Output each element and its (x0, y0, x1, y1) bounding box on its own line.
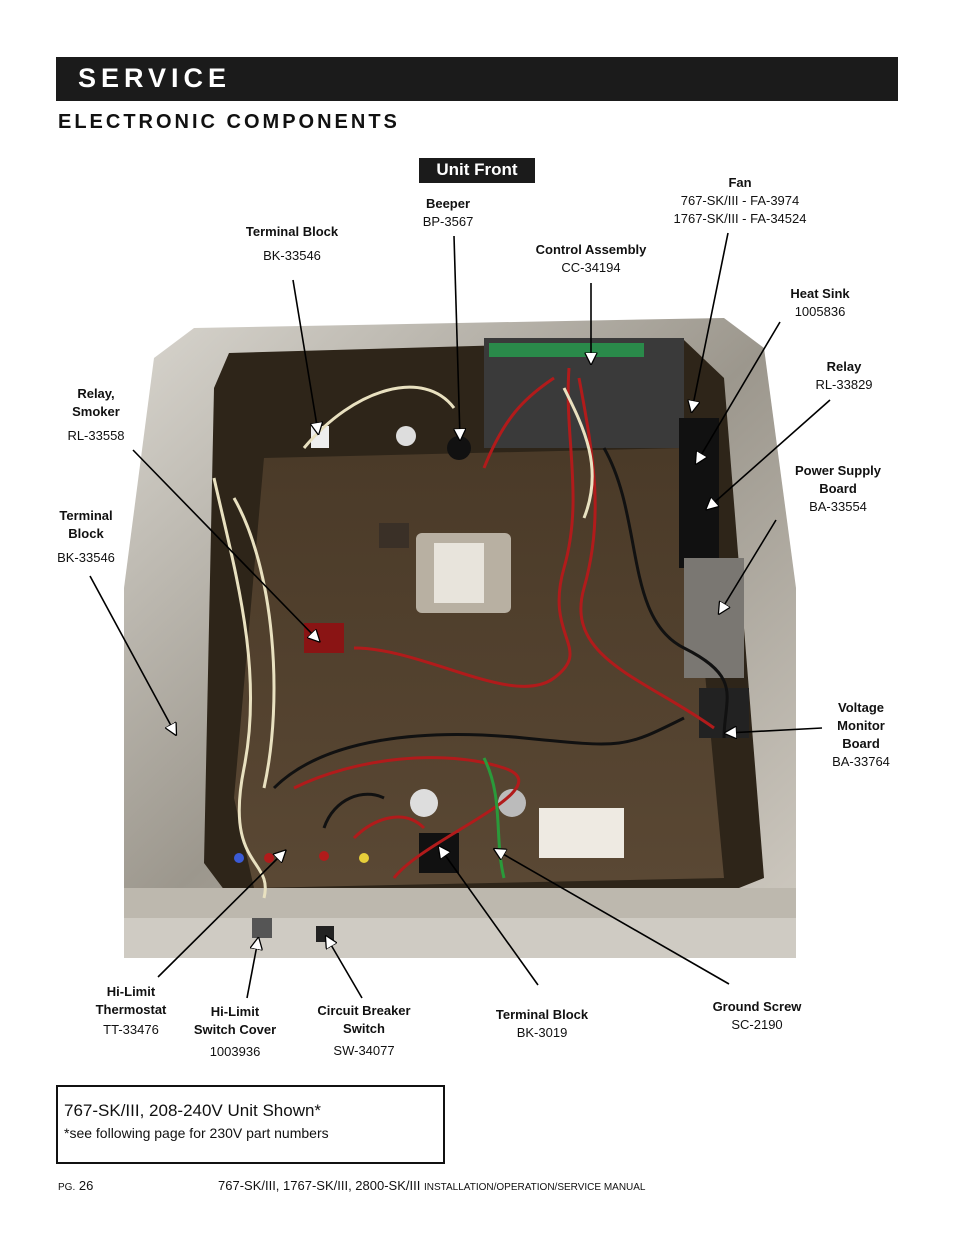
header-bar: SERVICE (56, 57, 898, 101)
callout-hi-limit-thermostat: Hi-Limit Thermostat TT-33476 (80, 983, 182, 1039)
callout-control-assembly: Control Assembly CC-34194 (511, 241, 671, 277)
callout-part: BA-33554 (809, 499, 867, 514)
callout-name: Board (842, 736, 880, 751)
callout-name: Beeper (425, 196, 471, 211)
callout-circuit-breaker: Circuit Breaker Switch SW-34077 (300, 1002, 428, 1060)
callout-beeper: Beeper BP-3567 (398, 195, 498, 231)
unit-front-badge: Unit Front (419, 158, 535, 183)
callout-name: Control Assembly (535, 242, 647, 257)
callout-name: Hi-Limit (106, 984, 156, 999)
page-title: SERVICE (78, 63, 232, 93)
callout-part: BP-3567 (422, 214, 474, 229)
callout-hi-limit-cover: Hi-Limit Switch Cover 1003936 (180, 1003, 290, 1061)
callout-terminal-block-top: Terminal Block BK-33546 (222, 223, 362, 265)
callout-name: Board (819, 481, 857, 496)
callout-name: Ground Screw (712, 999, 802, 1014)
callout-name: Thermostat (95, 1002, 167, 1017)
footer-manual-title: 767-SK/III, 1767-SK/III, 2800-SK/III INS… (218, 1178, 646, 1193)
callout-part: TT-33476 (103, 1022, 159, 1037)
callout-part: BK-33546 (263, 248, 321, 263)
callout-ground-screw: Ground Screw SC-2190 (695, 998, 819, 1034)
callout-name: Power Supply (795, 463, 881, 478)
callout-part: SW-34077 (333, 1043, 395, 1058)
callout-terminal-block-bottom: Terminal Block BK-3019 (478, 1006, 606, 1042)
callout-part: CC-34194 (561, 260, 621, 275)
callout-part: 1003936 (209, 1044, 261, 1059)
callout-name: Block (68, 526, 104, 541)
page-number: PG. 26 (58, 1178, 93, 1193)
callout-relay: Relay RL-33829 (798, 358, 890, 394)
callout-name: Hi-Limit (210, 1004, 260, 1019)
callout-name: Switch Cover (193, 1022, 277, 1037)
callout-fan: Fan 767-SK/III - FA-3974 1767-SK/III - F… (640, 174, 840, 228)
callout-name: Heat Sink (790, 286, 850, 301)
note-main: 767-SK/III, 208-240V Unit Shown* (64, 1101, 322, 1120)
callout-name: Terminal Block (245, 224, 339, 239)
note-box: 767-SK/III, 208-240V Unit Shown* *see fo… (56, 1085, 445, 1164)
note-sub: *see following page for 230V part number… (64, 1125, 329, 1141)
callout-part: BA-33764 (832, 754, 890, 769)
callout-terminal-block-left: Terminal Block BK-33546 (44, 507, 128, 567)
section-title: ELECTRONIC COMPONENTS (58, 111, 400, 133)
callout-name: Terminal (59, 508, 113, 523)
callout-name: Switch (343, 1021, 385, 1036)
callout-part: 767-SK/III - FA-3974 (680, 193, 800, 208)
page-number-value: 26 (78, 1178, 94, 1193)
callout-part: RL-33829 (815, 377, 873, 392)
callout-name: Smoker (72, 404, 120, 419)
callout-part: 1005836 (794, 304, 846, 319)
callout-name: Terminal Block (495, 1007, 589, 1022)
callout-heat-sink: Heat Sink 1005836 (765, 285, 875, 321)
footer-models: 767-SK/III, 1767-SK/III, 2800-SK/III (218, 1178, 421, 1193)
footer-manual: INSTALLATION/OPERATION/SERVICE MANUAL (423, 1182, 646, 1193)
callout-part: BK-33546 (57, 550, 115, 565)
callout-name: Fan (728, 175, 752, 190)
callout-name: Circuit Breaker (317, 1003, 411, 1018)
callout-name: Relay (826, 359, 862, 374)
callout-part: SC-2190 (731, 1017, 783, 1032)
callout-name: Relay, (77, 386, 115, 401)
callout-relay-smoker: Relay, Smoker RL-33558 (56, 385, 136, 445)
callout-power-supply: Power Supply Board BA-33554 (778, 462, 898, 516)
callout-voltage-monitor: Voltage Monitor Board BA-33764 (815, 699, 907, 771)
callout-part: 1767-SK/III - FA-34524 (673, 211, 807, 226)
callout-part: BK-3019 (516, 1025, 568, 1040)
callout-name: Voltage (838, 700, 884, 715)
callout-name: Monitor (837, 718, 885, 733)
page-prefix: PG. (58, 1182, 76, 1193)
callout-part: RL-33558 (67, 428, 125, 443)
